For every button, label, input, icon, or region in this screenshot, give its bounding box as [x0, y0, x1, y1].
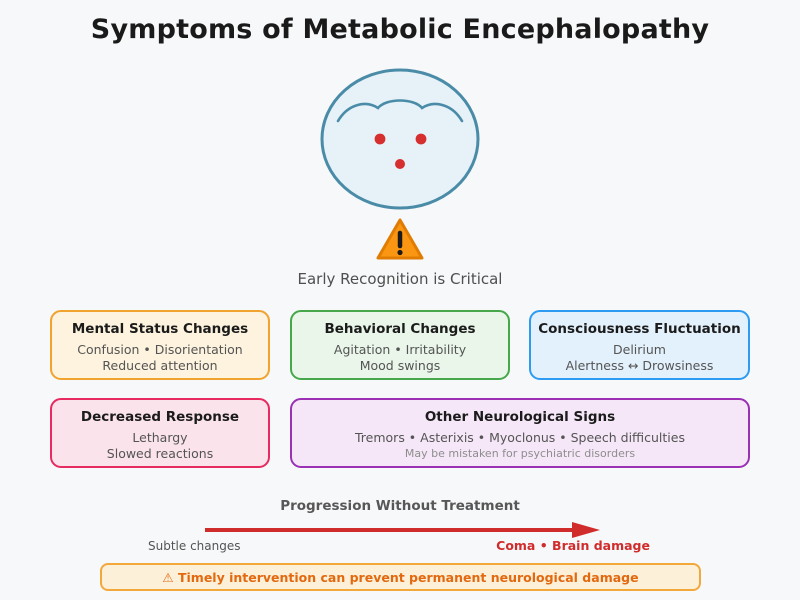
- early-recognition-caption: Early Recognition is Critical: [297, 270, 503, 288]
- symptom-note: May be mistaken for psychiatric disorder…: [404, 446, 636, 460]
- symptom-line: Reduced attention: [102, 357, 218, 373]
- symptom-box-title: Other Neurological Signs: [424, 409, 616, 425]
- symptom-box-behavioral: Behavioral Changes Agitation • Irritabil…: [290, 310, 510, 380]
- head-outline: [320, 68, 480, 210]
- progression-heading: Progression Without Treatment: [280, 498, 520, 514]
- page-title: Symptoms of Metabolic Encephalopathy: [90, 14, 710, 45]
- symptom-box-decreased-response: Decreased Response Lethargy Slowed react…: [50, 398, 270, 468]
- symptom-line: Tremors • Asterixis • Myoclonus • Speech…: [355, 430, 685, 445]
- arrow-head: [572, 522, 600, 538]
- warning-triangle-icon: [376, 218, 424, 260]
- symptom-box-title: Behavioral Changes: [324, 321, 476, 337]
- symptom-box-other-neurological: Other Neurological Signs Tremors • Aster…: [290, 398, 750, 468]
- symptom-box-consciousness: Consciousness Fluctuation Delirium Alert…: [529, 310, 750, 380]
- brain-wave-line: [336, 99, 464, 123]
- progression-end-label: Coma • Brain damage: [496, 538, 650, 553]
- progression-start-label: Subtle changes: [148, 539, 241, 553]
- symptom-line: Alertness ↔ Drowsiness: [565, 357, 714, 373]
- mouth-dot: [395, 159, 405, 169]
- symptom-line: Mood swings: [359, 357, 441, 373]
- symptom-box-mental-status: Mental Status Changes Confusion • Disori…: [50, 310, 270, 380]
- left-eye-dot: [374, 133, 386, 145]
- right-eye-dot: [415, 133, 427, 145]
- exclamation-dot: [397, 249, 403, 256]
- symptom-box-title: Consciousness Fluctuation: [538, 321, 741, 337]
- symptom-line: Slowed reactions: [106, 445, 214, 461]
- intervention-banner-text: ⚠ Timely intervention can prevent perman…: [162, 569, 639, 585]
- symptom-line: Confusion • Disorientation: [77, 342, 243, 357]
- symptom-line: Lethargy: [132, 430, 188, 445]
- head-illustration: [320, 68, 480, 210]
- symptom-box-title: Mental Status Changes: [71, 321, 249, 337]
- symptom-line: Agitation • Irritability: [333, 342, 467, 357]
- progression-arrow: [205, 522, 600, 538]
- intervention-banner: ⚠ Timely intervention can prevent perman…: [100, 563, 701, 591]
- symptom-box-title: Decreased Response: [80, 409, 240, 425]
- symptom-line: Delirium: [613, 342, 666, 357]
